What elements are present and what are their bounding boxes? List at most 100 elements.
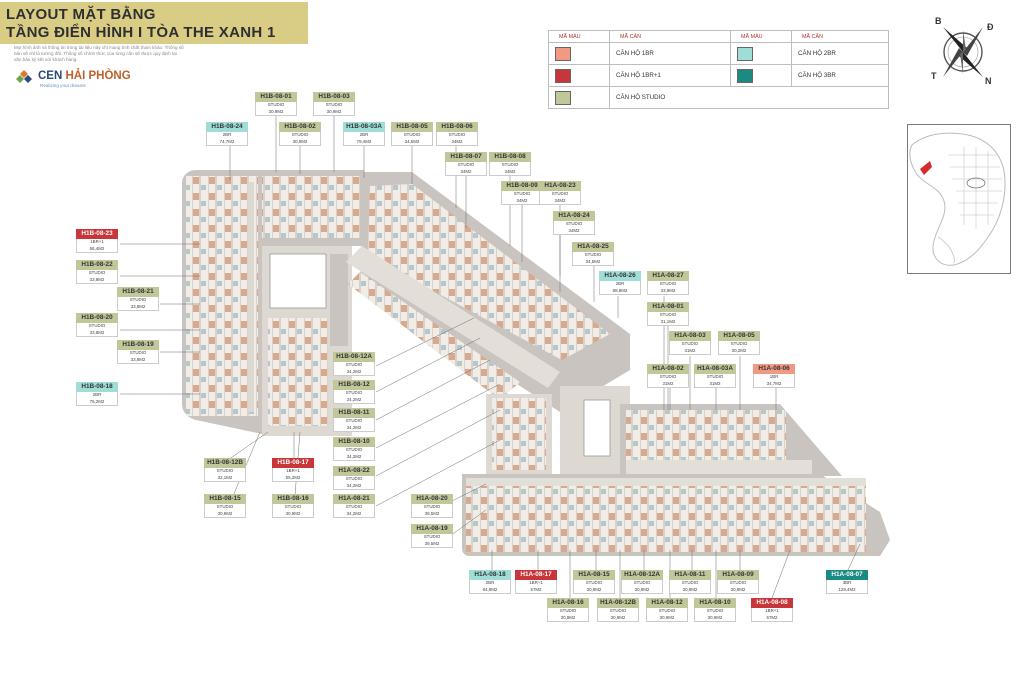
unit-area: 31M2 — [694, 380, 736, 388]
unit-area: 75,2M2 — [76, 398, 118, 406]
unit-type: STUDIO — [204, 468, 246, 474]
unit-code: H1B-08-03 — [313, 92, 355, 102]
unit-type: STUDIO — [669, 341, 711, 347]
unit-code: H1B-08-01 — [255, 92, 297, 102]
plan-west-wing — [182, 170, 262, 434]
unit-type: 2BR — [343, 132, 385, 138]
site-minimap — [907, 124, 1011, 274]
unit-code: H1A-08-11 — [669, 570, 711, 580]
unit-area: 30,9M2 — [717, 586, 759, 594]
unit-type: 1BR — [753, 374, 795, 380]
unit-code: H1A-08-26 — [599, 271, 641, 281]
unit-type: STUDIO — [647, 281, 689, 287]
unit-code: H1B-08-16 — [272, 494, 314, 504]
unit-area: 56,4M2 — [76, 245, 118, 253]
unit-type: STUDIO — [333, 362, 375, 368]
unit-code: H1A-08-05 — [718, 331, 760, 341]
unit-type: STUDIO — [204, 504, 246, 510]
unit-code: H1A-08-09 — [717, 570, 759, 580]
unit-code: H1A-08-25 — [572, 242, 614, 252]
unit-code: H1A-08-18 — [469, 570, 511, 580]
unit-type: STUDIO — [445, 162, 487, 168]
unit-code: H1A-08-23 — [539, 181, 581, 191]
unit-area: 34M2 — [501, 197, 543, 205]
unit-type: STUDIO — [272, 504, 314, 510]
unit-code: H1B-08-24 — [206, 122, 248, 132]
legend-row: CĂN HỘ 1BR+1 CĂN HỘ 3BR — [548, 64, 889, 87]
unit-type: 2BR — [206, 132, 248, 138]
unit-code: H1B-08-12B — [204, 458, 246, 468]
brand-tagline: Realizing your dreams — [40, 83, 86, 88]
unit-type: STUDIO — [391, 132, 433, 138]
unit-code: H1B-08-07 — [445, 152, 487, 162]
unit-type: STUDIO — [333, 418, 375, 424]
unit-area: 30,9M2 — [313, 108, 355, 116]
unit-code: H1A-08-10 — [694, 598, 736, 608]
compass-south-label: N — [985, 76, 992, 86]
unit-area: 33,8M2 — [76, 276, 118, 284]
unit-type: STUDIO — [279, 132, 321, 138]
unit-area: 57M2 — [515, 586, 557, 594]
unit-type: STUDIO — [547, 608, 589, 614]
legend-row: CĂN HỘ STUDIO — [548, 86, 889, 109]
unit-type: STUDIO — [539, 191, 581, 197]
unit-area: 30,9M2 — [646, 614, 688, 622]
unit-type: STUDIO — [694, 374, 736, 380]
unit-code: H1B-08-11 — [333, 408, 375, 418]
unit-code: H1B-08-03A — [343, 122, 385, 132]
unit-area: 30,9M2 — [573, 586, 615, 594]
legend-row: CĂN HỘ 1BR CĂN HỘ 2BR — [548, 42, 889, 65]
unit-type: STUDIO — [76, 323, 118, 329]
unit-area: 39,5M2 — [411, 510, 453, 518]
unit-type: STUDIO — [597, 608, 639, 614]
unit-code: H1B-08-09 — [501, 181, 543, 191]
unit-area: 31M2 — [669, 347, 711, 355]
brand-diamond-icon — [16, 70, 32, 83]
legend-swatch-1br-plus — [555, 68, 571, 83]
unit-code: H1A-08-21 — [333, 494, 375, 504]
compass-east-label: Đ — [987, 22, 994, 32]
unit-code: H1B-08-10 — [333, 437, 375, 447]
unit-type: STUDIO — [647, 374, 689, 380]
unit-area: 34,5M2 — [391, 138, 433, 146]
unit-code: H1B-08-23 — [76, 229, 118, 239]
unit-code: H1A-08-03A — [694, 364, 736, 374]
unit-code: H1A-08-01 — [647, 302, 689, 312]
unit-area: 84,9M2 — [469, 586, 511, 594]
plan-core-west — [262, 246, 352, 436]
unit-area: 34M2 — [436, 138, 478, 146]
unit-type: STUDIO — [718, 341, 760, 347]
unit-area: 34M2 — [553, 227, 595, 235]
unit-code: H1B-08-18 — [76, 382, 118, 392]
unit-code: H1A-08-15 — [573, 570, 615, 580]
unit-code: H1A-08-12B — [597, 598, 639, 608]
unit-code: H1B-08-20 — [76, 313, 118, 323]
compass-west-label: T — [931, 71, 937, 81]
unit-type: STUDIO — [76, 270, 118, 276]
plan-north-wing — [258, 170, 364, 246]
